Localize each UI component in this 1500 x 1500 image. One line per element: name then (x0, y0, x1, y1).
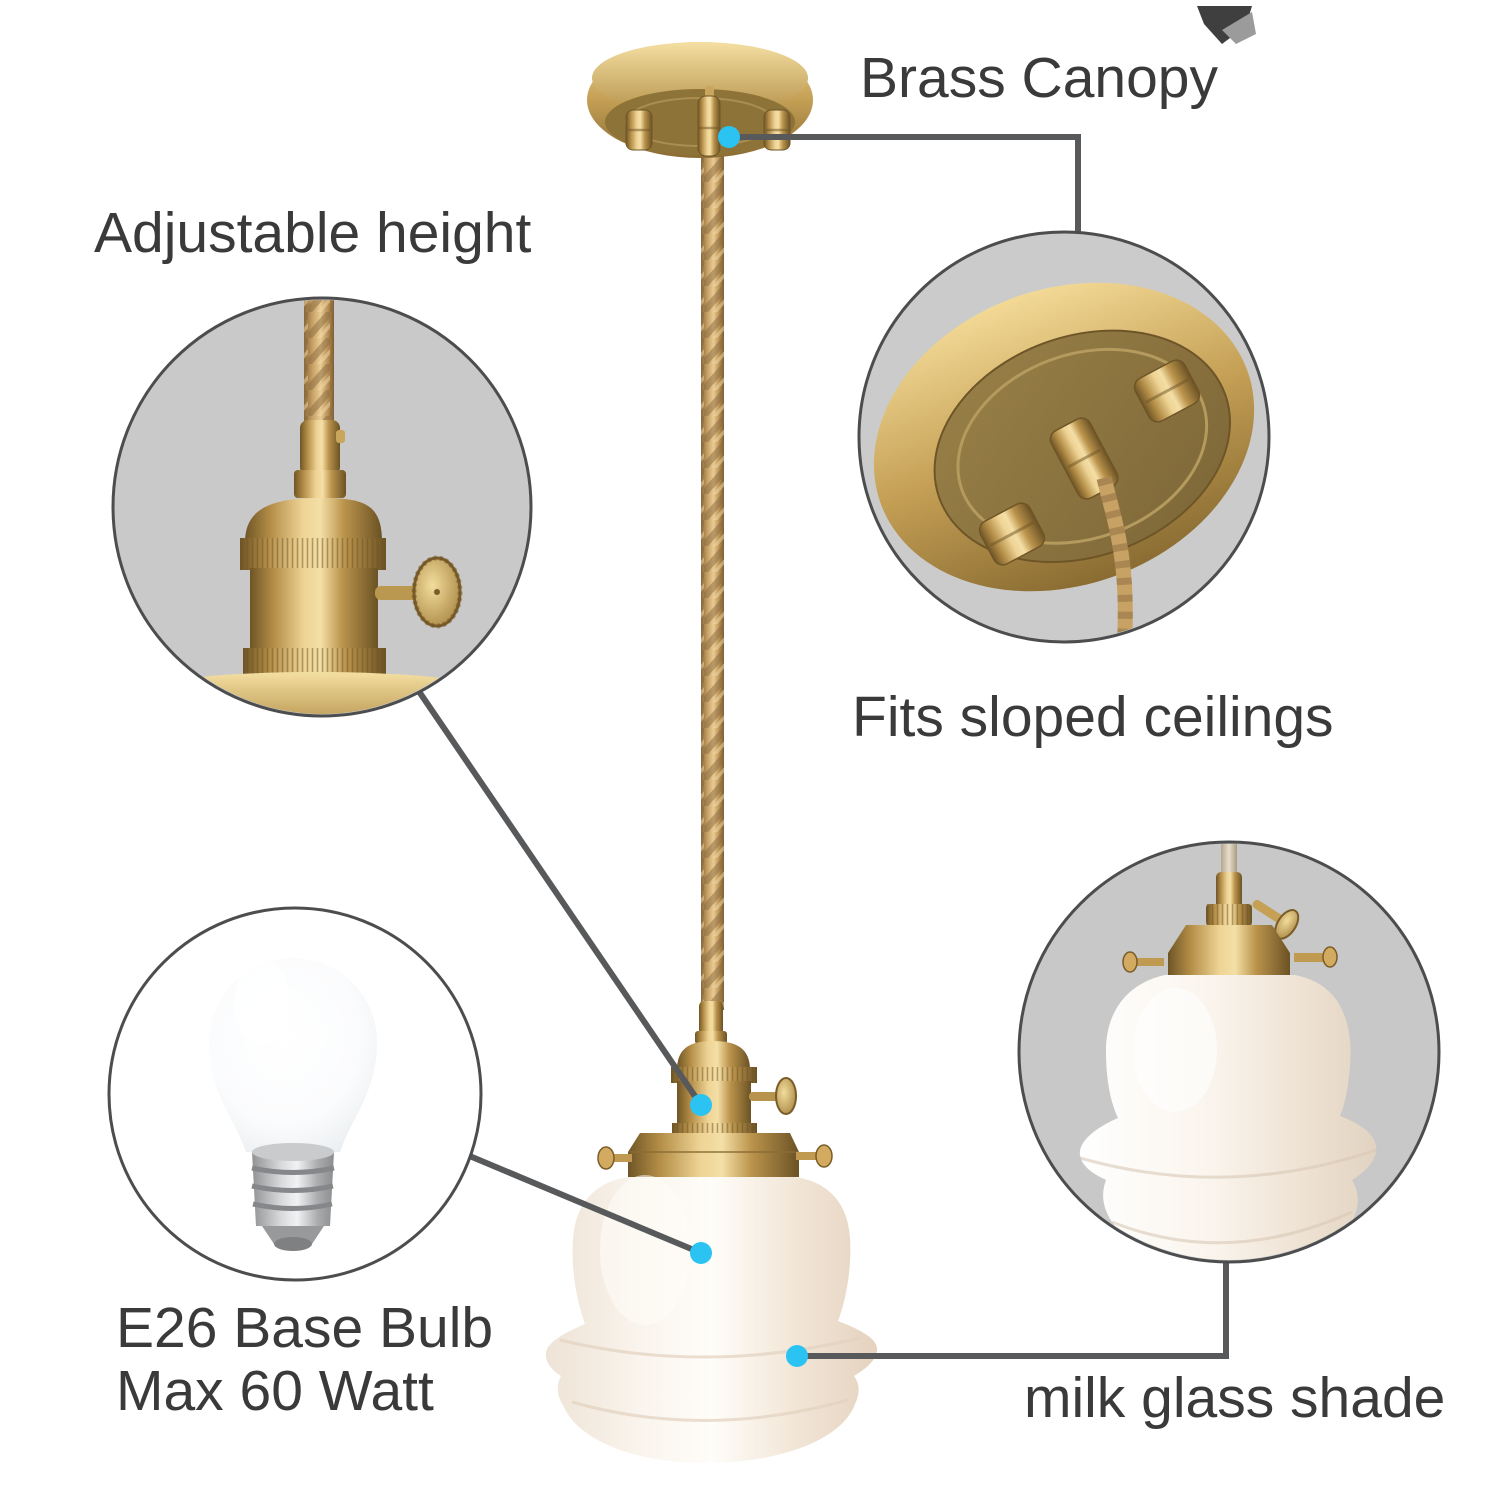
callout-dot-shade (786, 1345, 808, 1367)
callout-line-canopy (729, 134, 1081, 233)
detail-circle-bulb (107, 906, 483, 1282)
pendant-light-product (545, 42, 878, 1463)
shade-closeup-knob (1252, 899, 1300, 940)
canopy-screw-right (763, 109, 791, 151)
shade-closeup-photo (1079, 844, 1377, 1260)
fitter-thumbscrew-right (796, 1144, 833, 1168)
callout-line-socket (415, 688, 704, 1107)
pendant-cord (701, 150, 724, 1010)
detail-circle-canopy (857, 230, 1271, 644)
callout-dot-canopy (718, 126, 740, 148)
callout-line-shade (797, 1262, 1229, 1359)
label-e26-bulb: E26 Base Bulb Max 60 Watt (116, 1297, 493, 1423)
canopy-closeup-cord (1096, 476, 1133, 640)
callout-dot-socket (690, 1094, 712, 1116)
bulb-photo (209, 958, 377, 1251)
callout-dots (690, 126, 808, 1367)
shade-closeup-thumbscrew-left (1122, 951, 1164, 973)
label-brass-canopy: Brass Canopy (860, 46, 1219, 110)
pendant-glass-shade (545, 1175, 878, 1463)
shade-closeup-thumbscrew-right (1294, 946, 1338, 968)
label-e26-bulb-line2: Max 60 Watt (116, 1359, 434, 1423)
detail-circle-shade (1017, 840, 1441, 1264)
label-milk-glass-shade: milk glass shade (1024, 1366, 1446, 1430)
canopy-closeup-photo (873, 282, 1255, 640)
label-adjustable-height: Adjustable height (94, 201, 532, 265)
canopy-cord-grip (697, 86, 721, 157)
socket-switch-knob (749, 1077, 797, 1115)
canopy-screw-left (625, 109, 653, 151)
corner-artifact (1197, 6, 1256, 44)
fitter-thumbscrew-left (597, 1146, 632, 1170)
pendant-canopy (587, 42, 813, 158)
bulb-screw-base (251, 1143, 335, 1251)
pendant-shade-fitter (597, 1133, 833, 1177)
pendant-socket (671, 1001, 797, 1136)
canopy-closeup-screw-right (1133, 359, 1201, 423)
label-fits-sloped-ceilings: Fits sloped ceilings (852, 685, 1334, 749)
label-e26-bulb-line1: E26 Base Bulb (116, 1296, 494, 1360)
canopy-closeup-screw-left (978, 502, 1046, 566)
callout-dot-bulb-position (690, 1242, 712, 1264)
detail-circle-socket (111, 296, 533, 718)
